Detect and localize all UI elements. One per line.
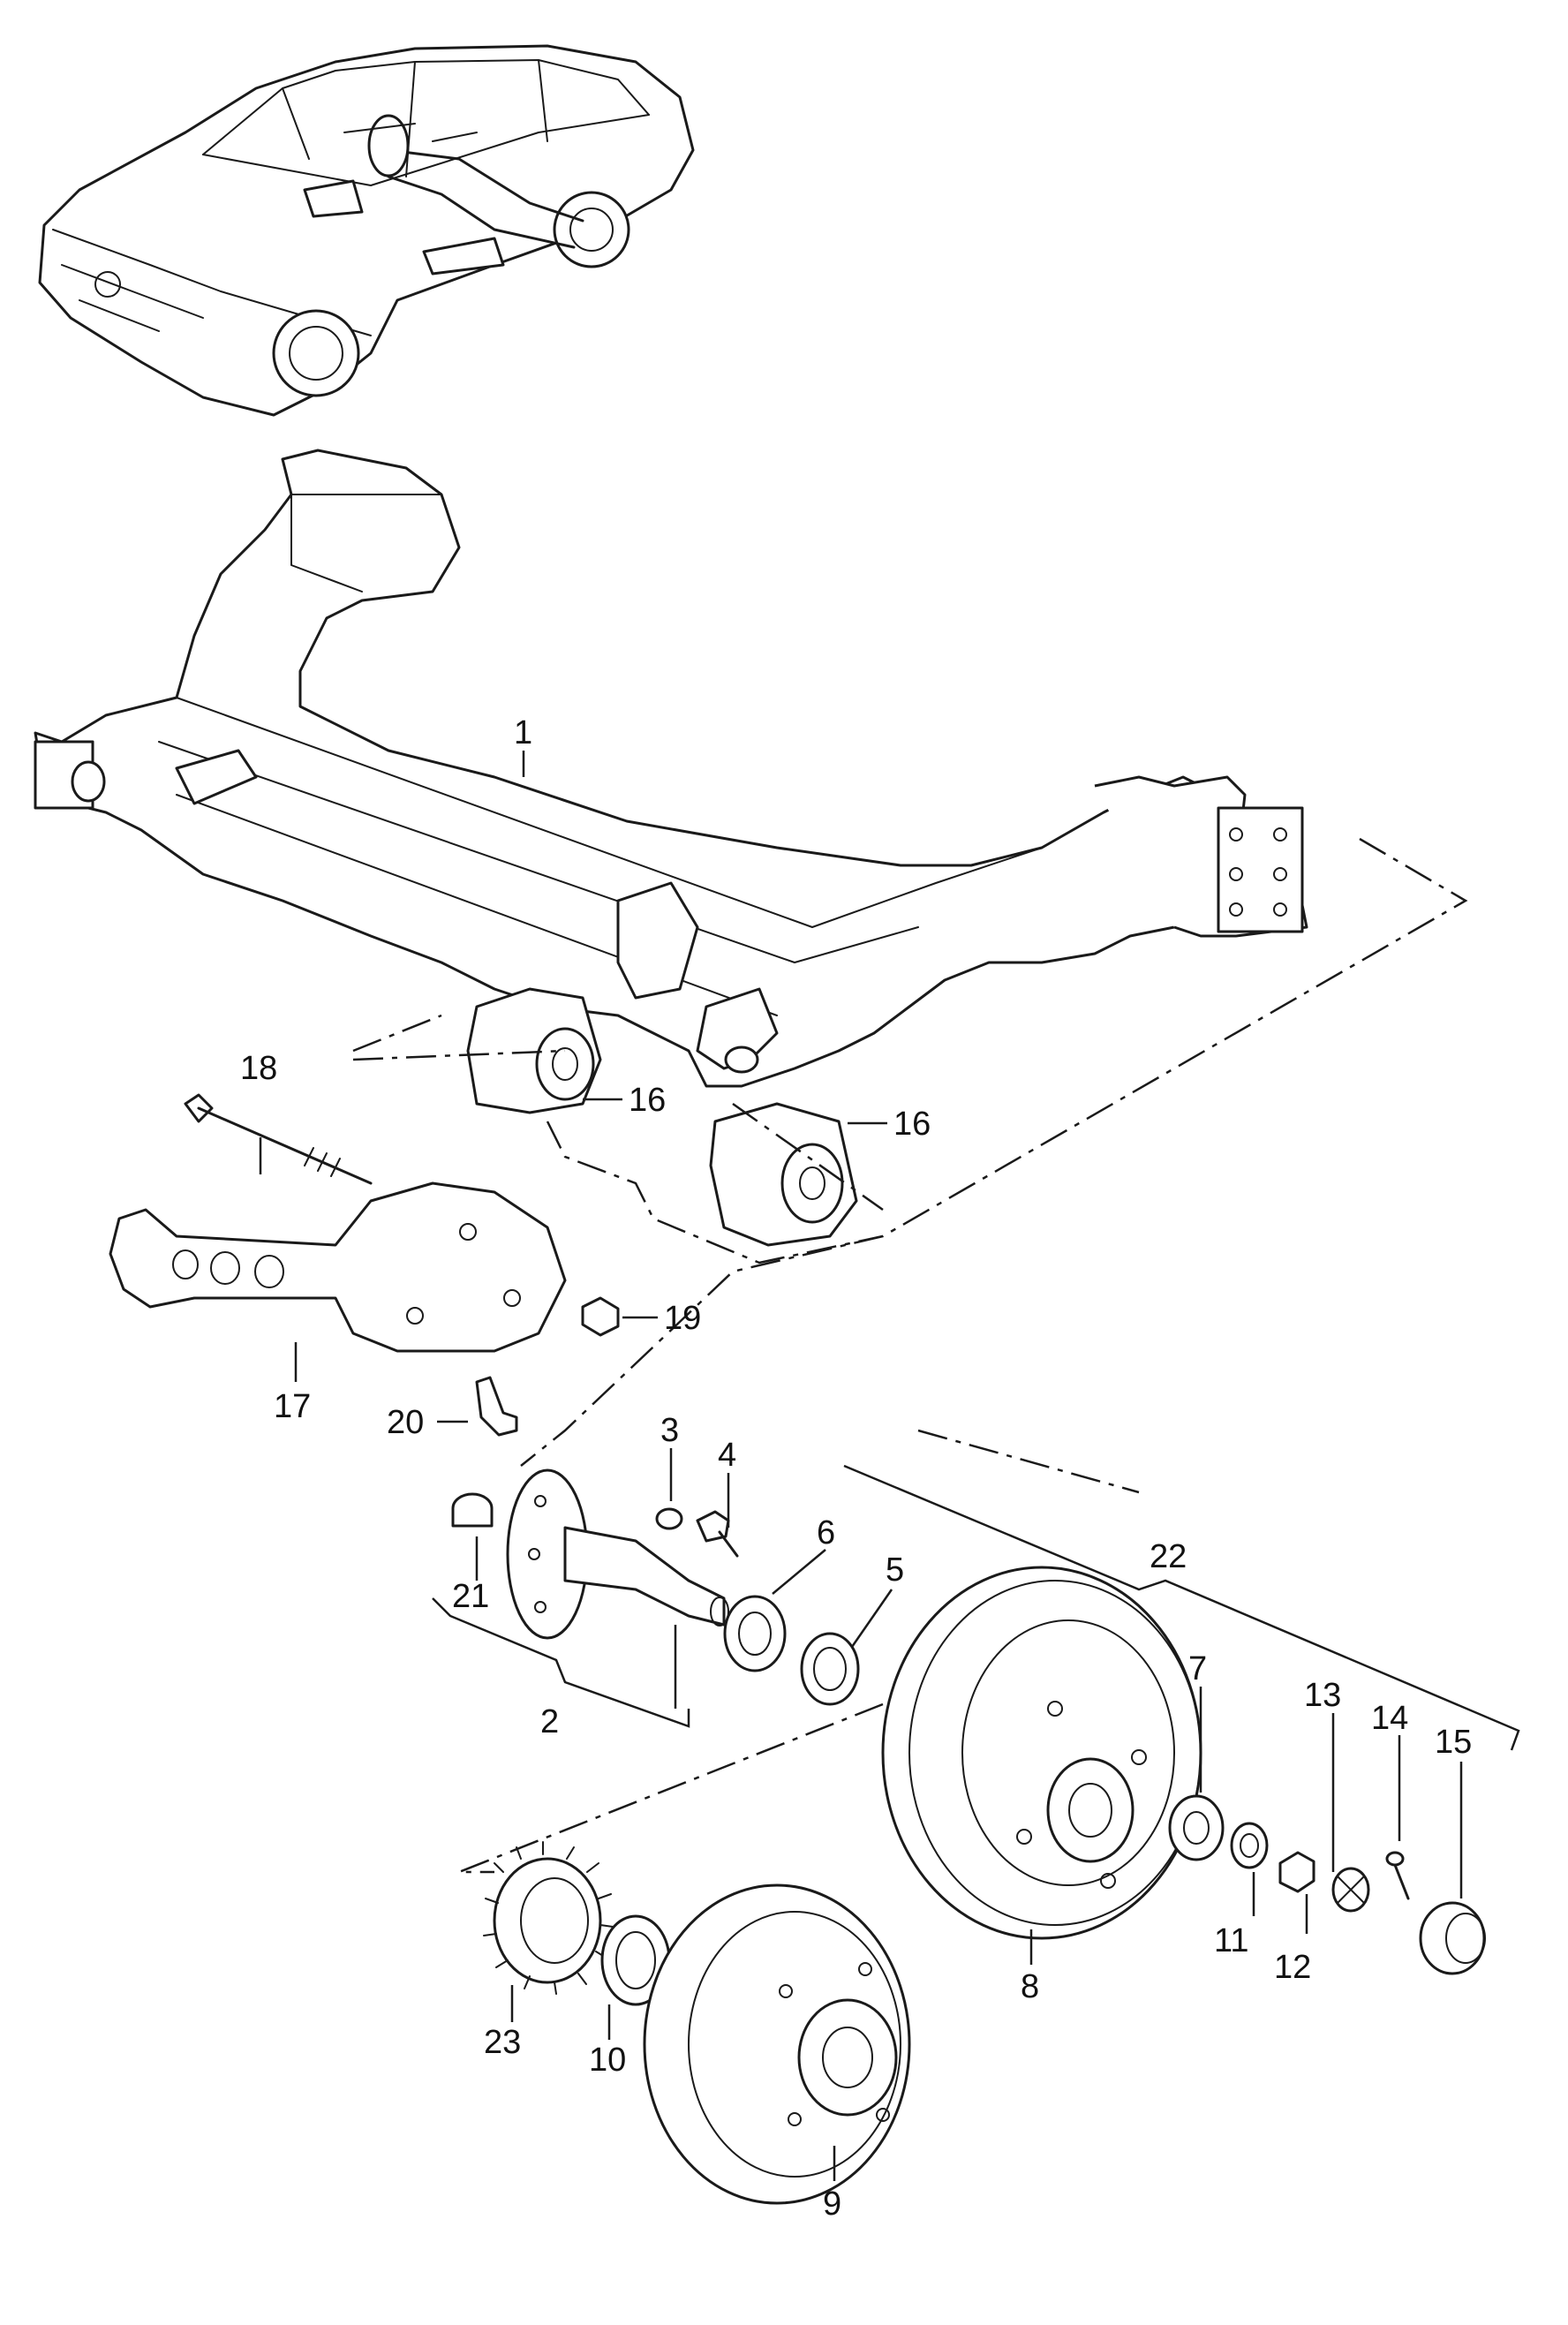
label-part-3: 3: [660, 1412, 679, 1449]
part-number-labels: 1 2 3 4 5 6 7 8 9 10 11 12 13 14 15 16 1…: [240, 714, 1472, 2223]
label-part-18: 18: [240, 1050, 277, 1087]
rear-axle-beam: [34, 449, 1308, 1088]
label-part-6: 6: [817, 1514, 835, 1551]
assembly-lines: [352, 837, 1468, 1874]
bearing-race: [800, 1632, 860, 1706]
label-part-9: 9: [823, 2185, 841, 2223]
label-part-2: 2: [540, 1703, 559, 1740]
long-bolt: [184, 1093, 373, 1185]
grease-cap: [451, 1492, 494, 1528]
screw: [475, 1376, 518, 1437]
label-part-13: 13: [1304, 1677, 1341, 1714]
label-part-5: 5: [886, 1551, 904, 1589]
label-part-20: 20: [387, 1404, 424, 1441]
label-part-16-left: 16: [629, 1082, 666, 1119]
dust-cap: [1419, 1901, 1486, 1975]
label-part-16-right: 16: [893, 1106, 931, 1143]
bolt: [696, 1510, 739, 1558]
nut: [581, 1296, 620, 1337]
label-part-1: 1: [514, 714, 532, 751]
label-part-4: 4: [718, 1437, 736, 1474]
label-part-12: 12: [1274, 1949, 1311, 1986]
label-part-21: 21: [452, 1578, 489, 1615]
label-part-14: 14: [1371, 1700, 1408, 1737]
label-part-22: 22: [1150, 1538, 1187, 1575]
mounting-bracket: [109, 1181, 567, 1353]
label-part-11: 11: [1214, 1922, 1248, 1959]
label-part-10: 10: [589, 2042, 626, 2079]
label-part-7: 7: [1188, 1650, 1207, 1687]
bushing-left: [466, 987, 602, 1114]
brake-disc: [643, 1883, 911, 2205]
wheel-bearing-inner: [723, 1595, 787, 1672]
label-part-19: 19: [664, 1300, 701, 1337]
washer: [655, 1507, 683, 1530]
label-part-15: 15: [1435, 1724, 1472, 1761]
cotter-pin: [1385, 1851, 1410, 1900]
locking-ring: [1331, 1867, 1370, 1913]
label-part-17: 17: [274, 1388, 311, 1425]
thrust-washer: [1230, 1822, 1269, 1869]
leader-lines: [259, 751, 1520, 2181]
outer-bearing: [1168, 1794, 1225, 1861]
abs-sensor-ring: [483, 1841, 614, 1995]
hex-nut: [1278, 1851, 1315, 1893]
stub-axle: [506, 1468, 729, 1640]
brake-drum: [881, 1566, 1202, 1940]
car-overview-illustration: [38, 44, 695, 417]
bushing-right: [709, 1102, 858, 1247]
label-part-23: 23: [484, 2024, 521, 2061]
label-part-8: 8: [1021, 1968, 1039, 2005]
